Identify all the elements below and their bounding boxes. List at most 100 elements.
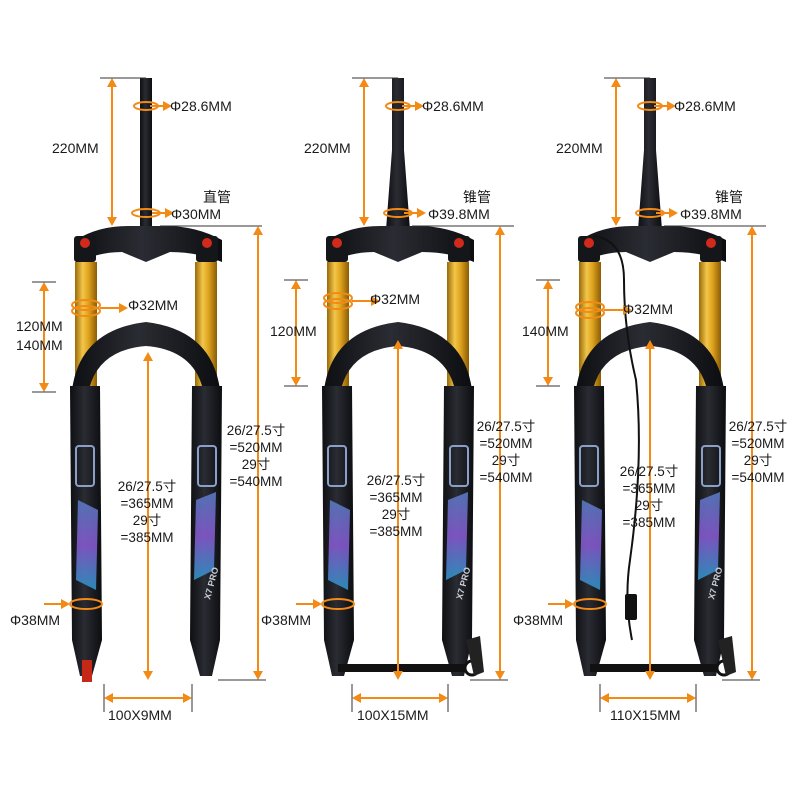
fork-3-right-cap bbox=[700, 236, 722, 262]
fork-2-right-logo-decal bbox=[449, 445, 469, 487]
fork-3-overall-length-arrow bbox=[747, 226, 757, 680]
fork-3-left-logo-decal bbox=[579, 445, 599, 487]
fork-3-dimensions bbox=[536, 77, 766, 712]
fork-2-stanchion-ring bbox=[323, 292, 353, 304]
fork-1-lower-pointer bbox=[44, 599, 70, 609]
fork-2-crown-to-axle-arrow bbox=[393, 340, 403, 680]
fork-1-overall-length-4: =540MM bbox=[229, 474, 283, 489]
fork-2-travel-arrow bbox=[291, 280, 301, 386]
fork-2-steerer-label: 锥管 bbox=[463, 189, 491, 205]
fork-3-crown-to-axle-arrow bbox=[645, 340, 655, 680]
fork-2-left-logo-decal bbox=[327, 445, 347, 487]
fork-1-steerer-base-diameter: Φ30MM bbox=[171, 206, 222, 222]
fork-2-thru-axle bbox=[338, 664, 466, 672]
fork-1-travel-1: 120MM bbox=[16, 318, 63, 334]
fork-2-crown-to-axle-4: =385MM bbox=[369, 524, 423, 539]
fork-1-crown bbox=[76, 226, 222, 264]
fork-2-rebound-knob-icon bbox=[454, 238, 464, 248]
fork-1-axle-spacing: 100X9MM bbox=[108, 707, 172, 723]
fork-2-stanchion-diameter: Φ32MM bbox=[370, 291, 421, 307]
fork-2-steerer bbox=[386, 78, 410, 230]
fork-2-steerer-length-arrow bbox=[359, 78, 369, 226]
fork-2-overall-length-3: 29寸 bbox=[491, 453, 521, 468]
fork-3-steerer-base-pointer bbox=[656, 208, 678, 218]
fork-1-overall-length-arrow bbox=[253, 226, 263, 680]
fork-1-right-logo-decal bbox=[197, 445, 217, 487]
fork-3-axle-spacing-arrow bbox=[600, 693, 696, 703]
fork-2-right-holo-decal bbox=[446, 492, 468, 580]
fork-1-air-valve-icon bbox=[80, 238, 90, 248]
fork-2-axle-spacing: 100X15MM bbox=[357, 707, 429, 723]
fork-3-steerer-top-diameter: Φ28.6MM bbox=[674, 98, 736, 114]
fork-3-stanchion-ring bbox=[575, 301, 605, 313]
fork-2-steerer-base-pointer bbox=[404, 208, 426, 218]
fork-1-crown-to-axle-3: 29寸 bbox=[132, 513, 162, 528]
fork-2-steerer-top-pointer bbox=[402, 101, 424, 111]
fork-1-overall-length-1: 26/27.5寸 bbox=[226, 423, 286, 438]
fork-3-crown-to-axle-2: =365MM bbox=[622, 481, 676, 496]
fork-3-crown-to-axle-4: =385MM bbox=[622, 515, 676, 530]
fork-1-overall-length-2: =520MM bbox=[229, 440, 283, 455]
fork-1-stanchion-diameter: Φ32MM bbox=[128, 297, 179, 313]
fork-3-thru-axle bbox=[590, 664, 718, 672]
fork-1-illustration: X7 PRO bbox=[70, 78, 222, 682]
fork-1-travel-2: 140MM bbox=[16, 337, 63, 353]
fork-3-lower-diameter: Φ38MM bbox=[513, 612, 564, 628]
fork-2-dimensions bbox=[284, 77, 514, 712]
fork-3-crown bbox=[580, 226, 726, 264]
fork-3-overall-length-4: =540MM bbox=[731, 470, 785, 485]
fork-1-stanchion-ring bbox=[71, 299, 101, 311]
fork-1-dimensions bbox=[32, 77, 266, 712]
fork-1-qr-dropout bbox=[82, 660, 92, 682]
fork-3-crown-to-axle-3: 29寸 bbox=[634, 498, 664, 513]
fork-2-overall-length-arrow bbox=[495, 226, 505, 680]
fork-3-right-logo-decal bbox=[701, 445, 721, 487]
fork-1-left-holo-decal bbox=[76, 500, 98, 590]
fork-1-crown-to-axle-2: =365MM bbox=[120, 496, 174, 511]
fork-3-left-holo-decal bbox=[580, 500, 602, 590]
fork-1-crown-to-axle-1: 26/27.5寸 bbox=[117, 479, 177, 494]
fork-3-stanchion-ring-2 bbox=[575, 307, 605, 319]
fork-2-right-cap bbox=[448, 236, 470, 262]
fork-3-left-cap bbox=[578, 236, 600, 262]
fork-3-overall-length-3: 29寸 bbox=[743, 453, 773, 468]
fork-2-crown-to-axle-3: 29寸 bbox=[381, 507, 411, 522]
fork-1-crown-to-axle-arrow bbox=[143, 352, 153, 680]
fork-1-right-cap bbox=[196, 236, 218, 262]
fork-3-crown-to-axle-1: 26/27.5寸 bbox=[619, 464, 679, 479]
fork-1-steerer-label: 直管 bbox=[203, 189, 231, 205]
fork-1-right-holo-decal bbox=[194, 492, 216, 580]
fork-1-steerer-length-arrow bbox=[107, 78, 117, 226]
fork-2-crown-to-axle-1: 26/27.5寸 bbox=[366, 473, 426, 488]
fork-2-air-valve-icon bbox=[332, 238, 342, 248]
fork-1-overall-length-3: 29寸 bbox=[241, 457, 271, 472]
fork-3-lower-pointer bbox=[548, 599, 574, 609]
fork-2-axle-spacing-arrow bbox=[352, 693, 448, 703]
fork-1-travel-arrow bbox=[39, 282, 49, 392]
fork-3-axle-spacing: 110X15MM bbox=[610, 707, 681, 723]
fork-1-left-cap bbox=[74, 236, 96, 262]
fork-3-stanchion-diameter: Φ32MM bbox=[623, 301, 674, 317]
fork-1-stanchion-pointer bbox=[100, 303, 128, 313]
fork-3-steerer-length-arrow bbox=[611, 78, 621, 226]
fork-1-lower-diameter: Φ38MM bbox=[10, 612, 61, 628]
fork-2-axle-lever bbox=[466, 636, 484, 676]
fork-2-lower-pointer bbox=[296, 599, 322, 609]
fork-2-travel-1: 120MM bbox=[270, 323, 317, 339]
fork-3-stanchion-pointer bbox=[604, 305, 632, 315]
fork-1-axle-spacing-arrow bbox=[104, 693, 192, 703]
fork-1-crown-to-axle-4: =385MM bbox=[120, 530, 174, 545]
fork-3-right-holo-decal bbox=[698, 492, 720, 580]
fork-1-steerer-length: 220MM bbox=[52, 140, 99, 156]
fork-1-steerer-top-diameter: Φ28.6MM bbox=[170, 98, 232, 114]
fork-3-lockout-cable bbox=[593, 235, 640, 641]
fork-2-overall-length-1: 26/27.5寸 bbox=[476, 419, 536, 434]
fork-3-steerer-label: 锥管 bbox=[715, 189, 743, 205]
fork-3-rebound-knob-icon bbox=[706, 238, 716, 248]
fork-3-axle-lever bbox=[718, 636, 736, 676]
fork-2-left-holo-decal bbox=[328, 500, 350, 590]
fork-3-steerer-length: 220MM bbox=[556, 140, 603, 156]
fork-1-steerer-top-pointer bbox=[150, 101, 172, 111]
